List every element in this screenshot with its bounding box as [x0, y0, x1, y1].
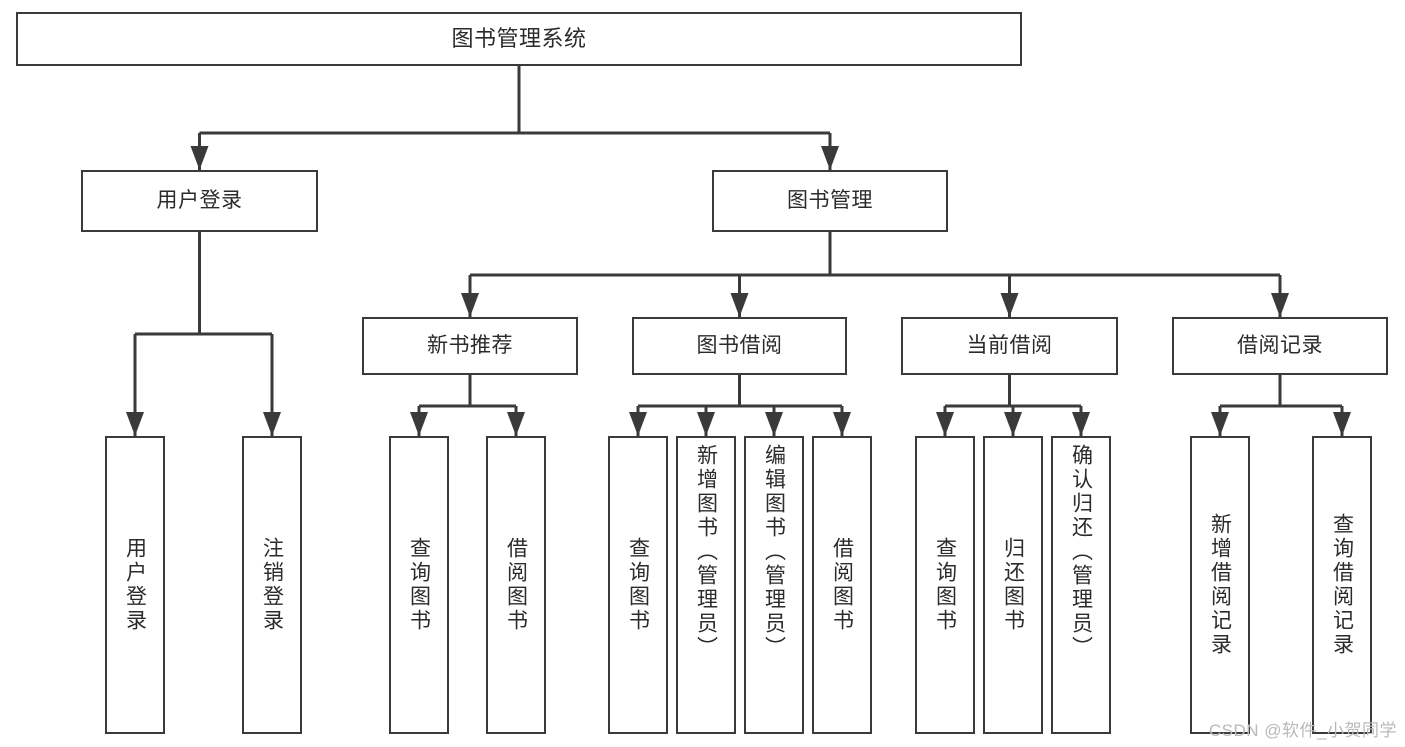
arrow-head-leaf-user-login: [126, 412, 144, 436]
node-label-current-borrow: 当前借阅: [966, 334, 1053, 358]
arrow-head-book-manage: [821, 146, 839, 170]
node-label-leaf-borrow-book-2: 借阅图书: [830, 537, 854, 633]
node-leaf-borrow-book-1[interactable]: 借阅图书: [486, 436, 546, 734]
node-book-manage[interactable]: 图书管理: [712, 170, 948, 232]
arrow-head-borrow-record: [1271, 293, 1289, 317]
arrow-head-leaf-logout: [263, 412, 281, 436]
node-user-login[interactable]: 用户登录: [81, 170, 318, 232]
node-borrow-record[interactable]: 借阅记录: [1172, 317, 1388, 375]
arrow-head-new-book-recommend: [461, 293, 479, 317]
node-leaf-query-book-1[interactable]: 查询图书: [389, 436, 449, 734]
node-leaf-logout[interactable]: 注销登录: [242, 436, 302, 734]
node-label-leaf-user-login: 用户登录: [123, 537, 147, 633]
arrow-head-leaf-query-book-2: [629, 412, 647, 436]
arrow-head-leaf-add-book-admin: [697, 412, 715, 436]
node-label-leaf-confirm-return-admin: 确认归还（管理员）: [1069, 444, 1093, 660]
node-label-leaf-borrow-book-1: 借阅图书: [504, 537, 528, 633]
arrow-head-leaf-add-borrow-record: [1211, 412, 1229, 436]
node-leaf-query-book-3[interactable]: 查询图书: [915, 436, 975, 734]
node-label-leaf-query-book-3: 查询图书: [933, 537, 957, 633]
arrow-head-leaf-return-book: [1004, 412, 1022, 436]
node-leaf-query-book-2[interactable]: 查询图书: [608, 436, 668, 734]
arrow-head-leaf-borrow-book-2: [833, 412, 851, 436]
watermark-text: CSDN @软件_小贺同学: [1208, 721, 1397, 740]
node-root[interactable]: 图书管理系统: [16, 12, 1022, 66]
arrow-head-leaf-query-book-3: [936, 412, 954, 436]
node-leaf-confirm-return-admin[interactable]: 确认归还（管理员）: [1051, 436, 1111, 734]
arrow-head-leaf-borrow-book-1: [507, 412, 525, 436]
node-label-leaf-add-book-admin: 新增图书（管理员）: [694, 444, 718, 660]
node-leaf-add-borrow-record[interactable]: 新增借阅记录: [1190, 436, 1250, 734]
node-new-book-recommend[interactable]: 新书推荐: [362, 317, 578, 375]
node-label-leaf-logout: 注销登录: [260, 537, 284, 633]
arrow-head-leaf-query-book-1: [410, 412, 428, 436]
node-leaf-return-book[interactable]: 归还图书: [983, 436, 1043, 734]
node-leaf-add-book-admin[interactable]: 新增图书（管理员）: [676, 436, 736, 734]
node-label-leaf-return-book: 归还图书: [1001, 537, 1025, 633]
node-label-book-borrow: 图书借阅: [696, 334, 783, 358]
arrow-head-leaf-query-borrow-record: [1333, 412, 1351, 436]
node-label-leaf-add-borrow-record: 新增借阅记录: [1208, 513, 1232, 657]
arrow-head-user-login: [190, 146, 209, 170]
arrow-head-current-borrow: [1000, 293, 1019, 317]
node-label-leaf-query-borrow-record: 查询借阅记录: [1330, 513, 1354, 657]
node-label-user-login: 用户登录: [156, 189, 243, 213]
node-label-new-book-recommend: 新书推荐: [427, 334, 513, 358]
node-label-borrow-record: 借阅记录: [1237, 334, 1323, 358]
node-leaf-edit-book-admin[interactable]: 编辑图书（管理员）: [744, 436, 804, 734]
arrow-head-leaf-edit-book-admin: [765, 412, 783, 436]
node-label-leaf-edit-book-admin: 编辑图书（管理员）: [762, 444, 786, 660]
node-label-leaf-query-book-2: 查询图书: [626, 537, 650, 633]
node-leaf-user-login[interactable]: 用户登录: [105, 436, 165, 734]
node-label-book-manage: 图书管理: [787, 189, 873, 213]
node-leaf-query-borrow-record[interactable]: 查询借阅记录: [1312, 436, 1372, 734]
node-current-borrow[interactable]: 当前借阅: [901, 317, 1118, 375]
arrow-head-book-borrow: [730, 293, 749, 317]
node-leaf-borrow-book-2[interactable]: 借阅图书: [812, 436, 872, 734]
node-label-root: 图书管理系统: [451, 25, 587, 51]
arrow-head-leaf-confirm-return-admin: [1072, 412, 1090, 436]
node-book-borrow[interactable]: 图书借阅: [632, 317, 847, 375]
node-label-leaf-query-book-1: 查询图书: [407, 537, 431, 633]
